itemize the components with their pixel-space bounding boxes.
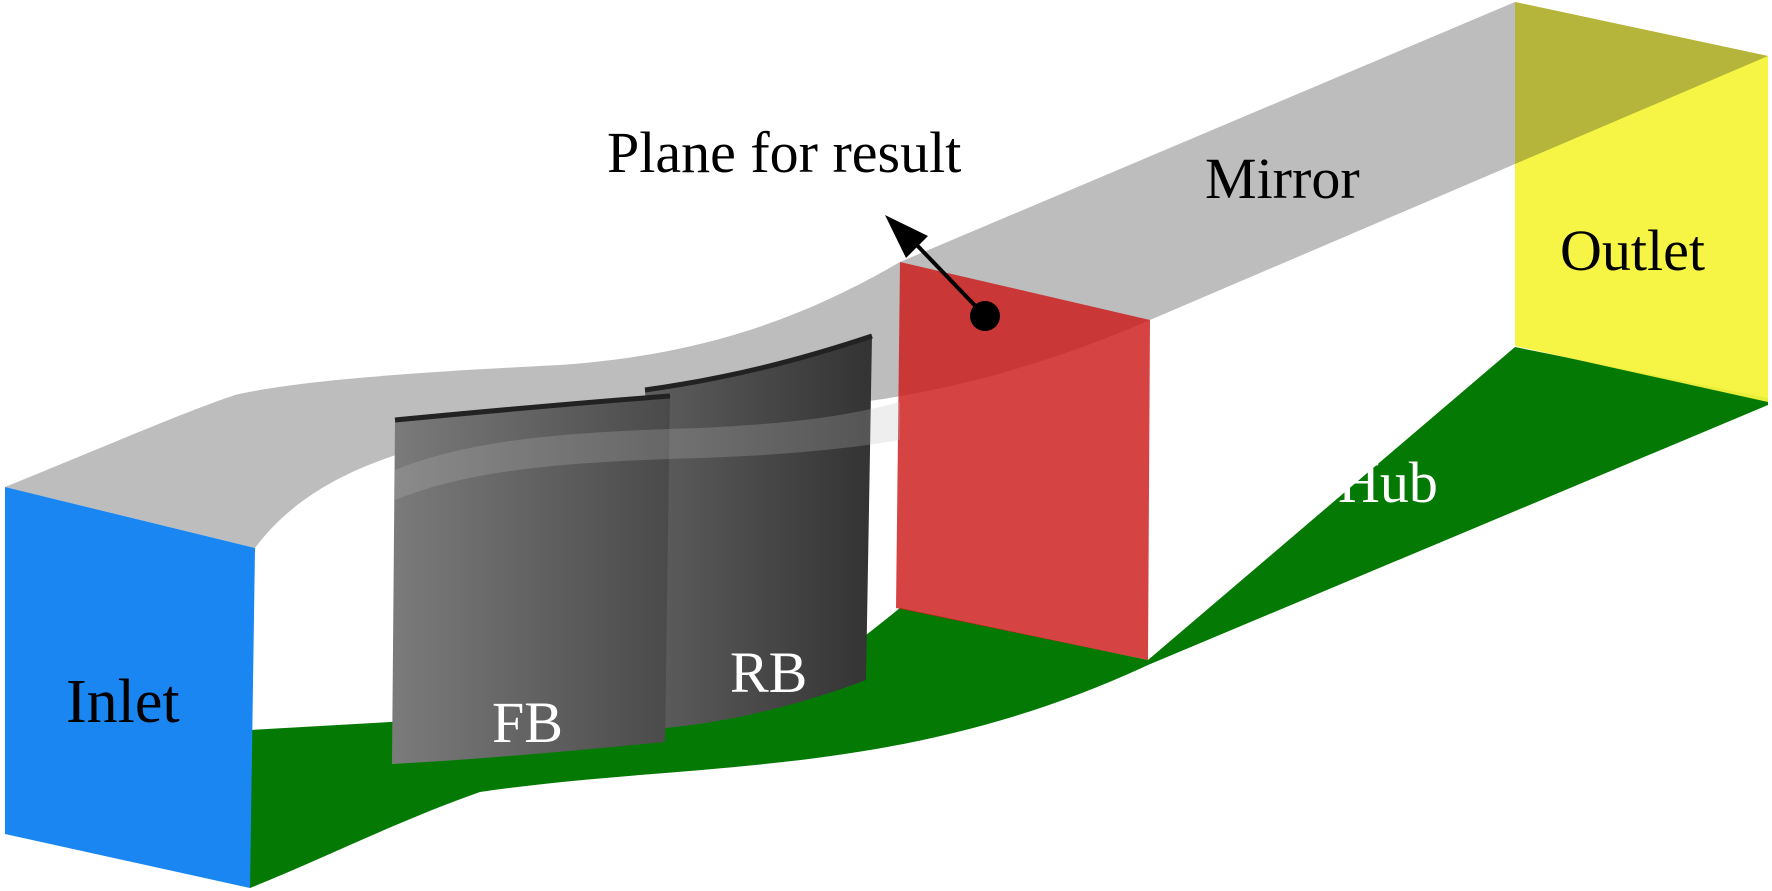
mirror-surface: [5, 2, 1768, 548]
result-arrow-shaft: [910, 238, 987, 318]
hub-surface: [250, 347, 1768, 888]
rear-blade-top-edge: [644, 333, 873, 393]
rear-blade-label: RB: [730, 640, 807, 705]
mirror-label: Mirror: [1205, 146, 1360, 211]
outlet-label: Outlet: [1560, 218, 1705, 283]
inlet-label: Inlet: [66, 668, 180, 736]
result-arrow-head: [885, 215, 928, 258]
result-plane-label: Plane for result: [607, 120, 961, 185]
front-blade: [392, 396, 670, 764]
mirror-over-blades: [395, 402, 900, 500]
front-blade-label: FB: [492, 690, 563, 755]
inlet-face: [5, 487, 255, 888]
result-plane: [896, 262, 1150, 660]
outlet-mirror-overlap: [1515, 2, 1768, 164]
hub-label: Hub: [1338, 450, 1438, 515]
result-arrow-dot: [970, 301, 1000, 331]
rear-blade: [645, 336, 872, 728]
front-blade-top-edge: [394, 393, 671, 423]
